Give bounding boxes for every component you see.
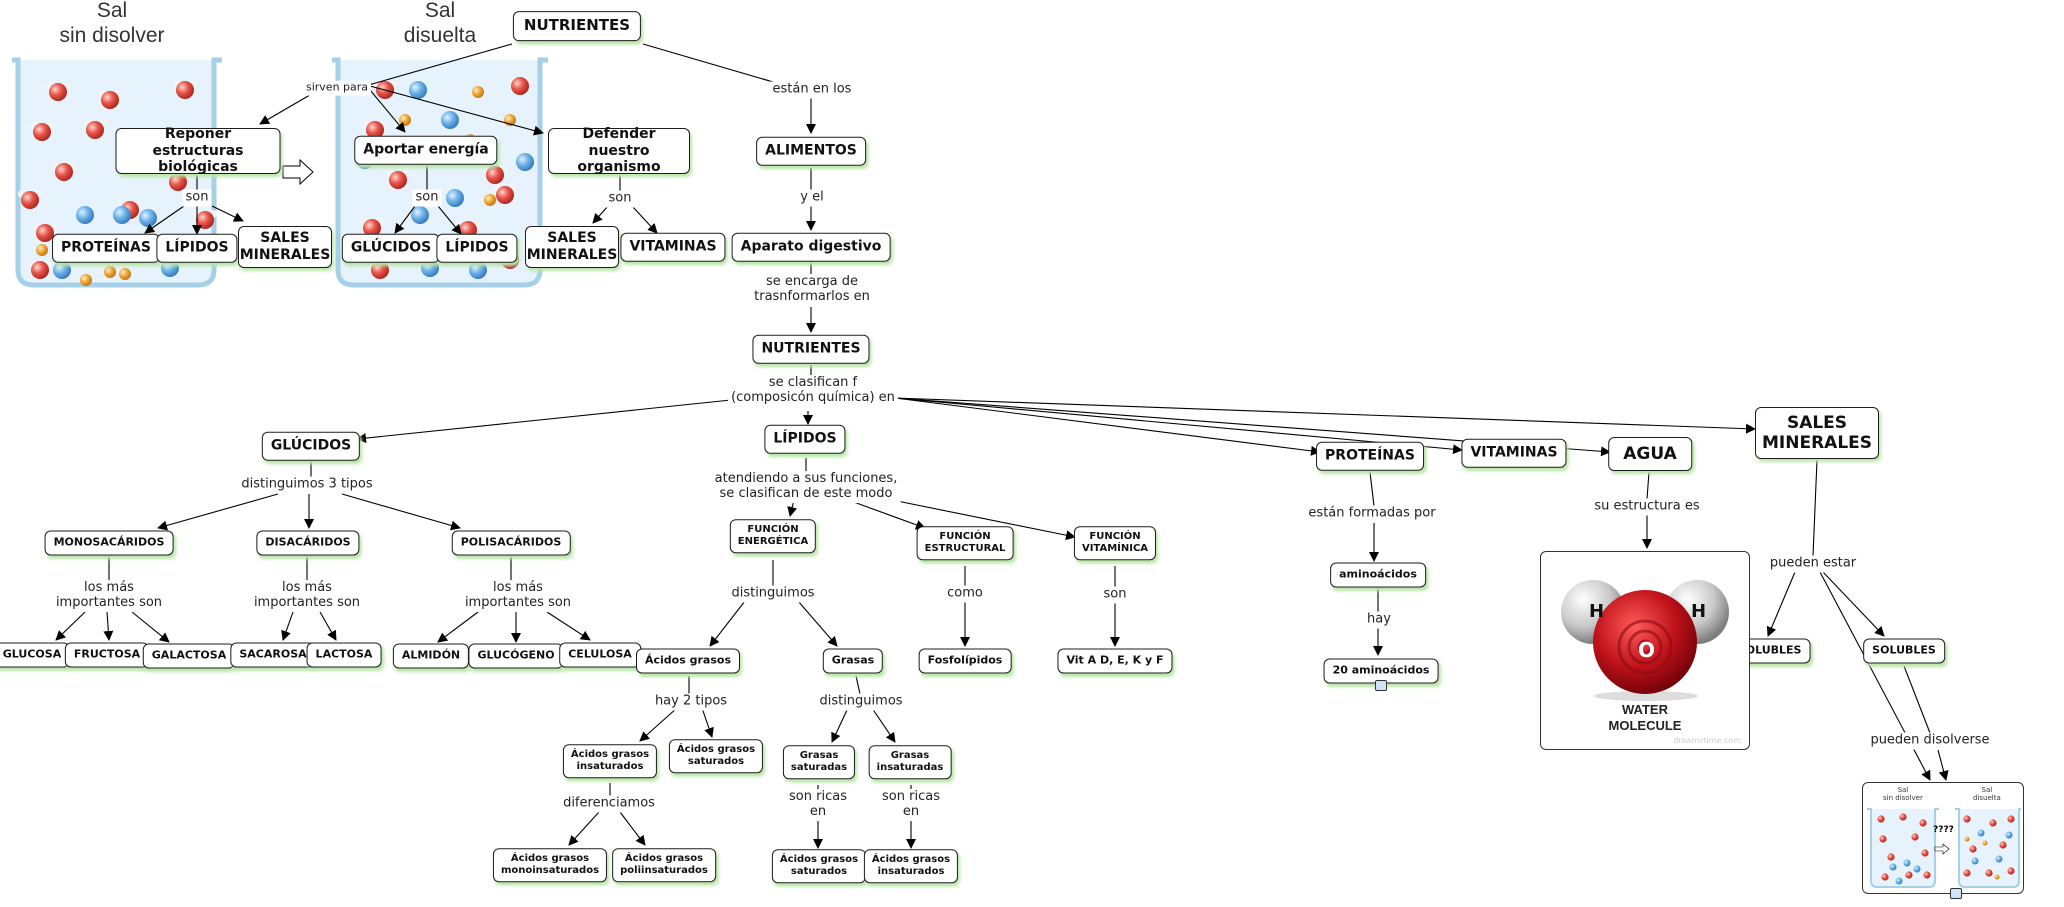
water-molecule-label: WATER MOLECULE	[1608, 702, 1682, 733]
beaker-thumbnail-image[interactable]: Sal sin disolver Sal disuelta ????	[1862, 782, 2024, 894]
node-ag-poliinsaturados[interactable]: Ácidos grasos poliinsaturados	[612, 848, 716, 882]
node-monosacaridos[interactable]: MONOSACÁRIDOS	[44, 530, 174, 556]
link-mas-importantes-2: los más importantes son	[250, 580, 364, 612]
thumb-title-right: Sal disuelta	[1973, 786, 2001, 802]
beaker-title-undissolved: Sal sin disolver	[59, 0, 165, 48]
node-polisacaridos[interactable]: POLISACÁRIDOS	[451, 530, 571, 556]
link-distinguimos-a: distinguimos	[728, 585, 818, 603]
link-distinguimos-3: distinguimos 3 tipos	[238, 476, 376, 494]
node-sales-top1[interactable]: SALES MINERALES	[238, 226, 332, 268]
node-fructosa[interactable]: FRUCTOSA	[64, 642, 150, 668]
link-formadas-por: están formadas por	[1305, 505, 1439, 523]
watermark: dreamstime.com	[1673, 736, 1741, 745]
node-solubles[interactable]: SOLUBLES	[1863, 638, 1945, 664]
node-glucosa[interactable]: GLUCOSA	[0, 642, 71, 668]
link-su-estructura: su estructura es	[1591, 498, 1703, 516]
link-mas-importantes-3: los más importantes son	[461, 580, 575, 612]
link-son-ricas-2: son ricas en	[879, 789, 943, 821]
image-attachment-icon[interactable]	[1375, 680, 1387, 691]
node-almidon[interactable]: ALMIDÓN	[392, 643, 470, 669]
link-mas-importantes-1: los más importantes son	[52, 580, 166, 612]
link-y-el: y el	[797, 189, 827, 207]
node-galactosa[interactable]: GALACTOSA	[142, 643, 236, 669]
beaker-thumbnail-icon	[1867, 808, 2021, 888]
link-como: como	[944, 585, 986, 603]
node-vitaminas-top[interactable]: VITAMINAS	[620, 232, 726, 262]
node-lipidos-top2[interactable]: LÍPIDOS	[436, 233, 518, 263]
link-distinguimos-b: distinguimos	[816, 693, 906, 711]
node-glucidos-top[interactable]: GLÚCIDOS	[341, 233, 441, 263]
link-hay: hay	[1364, 611, 1394, 629]
node-agua[interactable]: AGUA	[1608, 436, 1692, 472]
atom-h-left: H	[1589, 601, 1604, 622]
node-aminoacidos[interactable]: aminoácidos	[1330, 562, 1426, 588]
node-nutrientes-mid[interactable]: NUTRIENTES	[752, 334, 870, 364]
link-son-2: son	[412, 189, 442, 207]
link-son-4: son	[1100, 586, 1130, 604]
node-grasas[interactable]: Grasas	[822, 648, 884, 674]
node-celulosa[interactable]: CELULOSA	[559, 642, 641, 668]
beaker-title-dissolved: Sal disuelta	[403, 0, 477, 48]
link-se-clasifican: se clasifican f (composicón química) en	[728, 375, 898, 407]
link-hay-2-tipos: hay 2 tipos	[651, 693, 731, 711]
node-acidos-grasos[interactable]: Ácidos grasos	[636, 648, 740, 674]
node-grasas-saturadas[interactable]: Grasas saturadas	[782, 745, 856, 779]
node-disacaridos[interactable]: DISACÁRIDOS	[256, 530, 360, 556]
link-pueden-disolverse: pueden disolverse	[1867, 732, 1993, 750]
water-molecule-icon: H H O	[1561, 580, 1729, 701]
node-glucogeno[interactable]: GLUCÓGENO	[468, 643, 564, 669]
link-diferenciamos: diferenciamos	[560, 795, 658, 813]
node-fosfolipidos[interactable]: Fosfolípidos	[918, 648, 1012, 674]
node-lipidos-top1[interactable]: LÍPIDOS	[156, 233, 238, 263]
link-son-ricas-1: son ricas en	[786, 789, 850, 821]
atom-h-right: H	[1691, 601, 1706, 622]
node-vit-adek[interactable]: Vit A D, E, K y F	[1057, 648, 1173, 674]
node-defender[interactable]: Defender nuestro organismo	[548, 126, 690, 175]
node-sales-minerales[interactable]: SALES MINERALES	[1755, 407, 1879, 459]
water-molecule-image[interactable]: H H O WATER MOLECULE dreamstime.com	[1540, 551, 1750, 750]
node-sacarosa[interactable]: SACAROSA	[230, 642, 316, 668]
link-pueden-estar: pueden estar	[1766, 555, 1860, 573]
node-aparato-digestivo[interactable]: Aparato digestivo	[731, 232, 891, 262]
node-reponer[interactable]: Reponer estructuras biológicas	[115, 126, 281, 175]
node-ag-saturados-2[interactable]: Ácidos grasos saturados	[771, 849, 867, 883]
node-ag-monoinsaturados[interactable]: Ácidos grasos monoinsaturados	[492, 848, 608, 882]
node-nutrientes-top[interactable]: NUTRIENTES	[512, 11, 642, 41]
node-grasas-insaturadas[interactable]: Grasas insaturadas	[868, 745, 952, 779]
link-estan-en-los: están en los	[769, 81, 855, 99]
hollow-arrow-icon	[282, 158, 314, 186]
node-funcion-vitaminica[interactable]: FUNCIÓN VITAMÍNICA	[1073, 526, 1157, 560]
atom-o: O	[1638, 638, 1655, 662]
beaker-dissolved	[332, 57, 548, 288]
node-proteinas-top[interactable]: PROTEÍNAS	[52, 233, 160, 263]
thumb-question-mark: ????	[1933, 825, 1954, 835]
node-proteinas[interactable]: PROTEÍNAS	[1316, 441, 1424, 471]
node-lipidos[interactable]: LÍPIDOS	[764, 424, 846, 454]
node-funcion-estructural[interactable]: FUNCIÓN ESTRUCTURAL	[916, 526, 1014, 560]
link-son-3: son	[605, 190, 635, 208]
link-sirven-para: sirven para	[302, 80, 372, 96]
node-sales-top2[interactable]: SALES MINERALES	[525, 226, 619, 268]
node-glucidos[interactable]: GLÚCIDOS	[261, 431, 361, 461]
node-ag-insaturados-2[interactable]: Ácidos grasos insaturados	[863, 849, 959, 883]
node-alimentos[interactable]: ALIMENTOS	[756, 136, 866, 166]
link-son-1: son	[182, 189, 212, 207]
node-aportar[interactable]: Aportar energía	[354, 135, 498, 165]
node-20-aminoacidos[interactable]: 20 aminoácidos	[1323, 658, 1439, 684]
thumb-attachment-icon[interactable]	[1950, 888, 1962, 899]
node-lactosa[interactable]: LACTOSA	[306, 642, 382, 668]
thumb-title-left: Sal sin disolver	[1883, 786, 1923, 802]
link-atendiendo: atendiendo a sus funciones, se clasifica…	[711, 471, 901, 503]
node-vitaminas[interactable]: VITAMINAS	[1461, 438, 1567, 468]
node-ag-insaturados[interactable]: Ácidos grasos insaturados	[562, 744, 658, 778]
node-funcion-energetica[interactable]: FUNCIÓN ENERGÉTICA	[729, 519, 817, 553]
link-se-encarga: se encarga de trasnformarlos en	[751, 274, 873, 306]
node-ag-saturados[interactable]: Ácidos grasos saturados	[668, 739, 764, 773]
